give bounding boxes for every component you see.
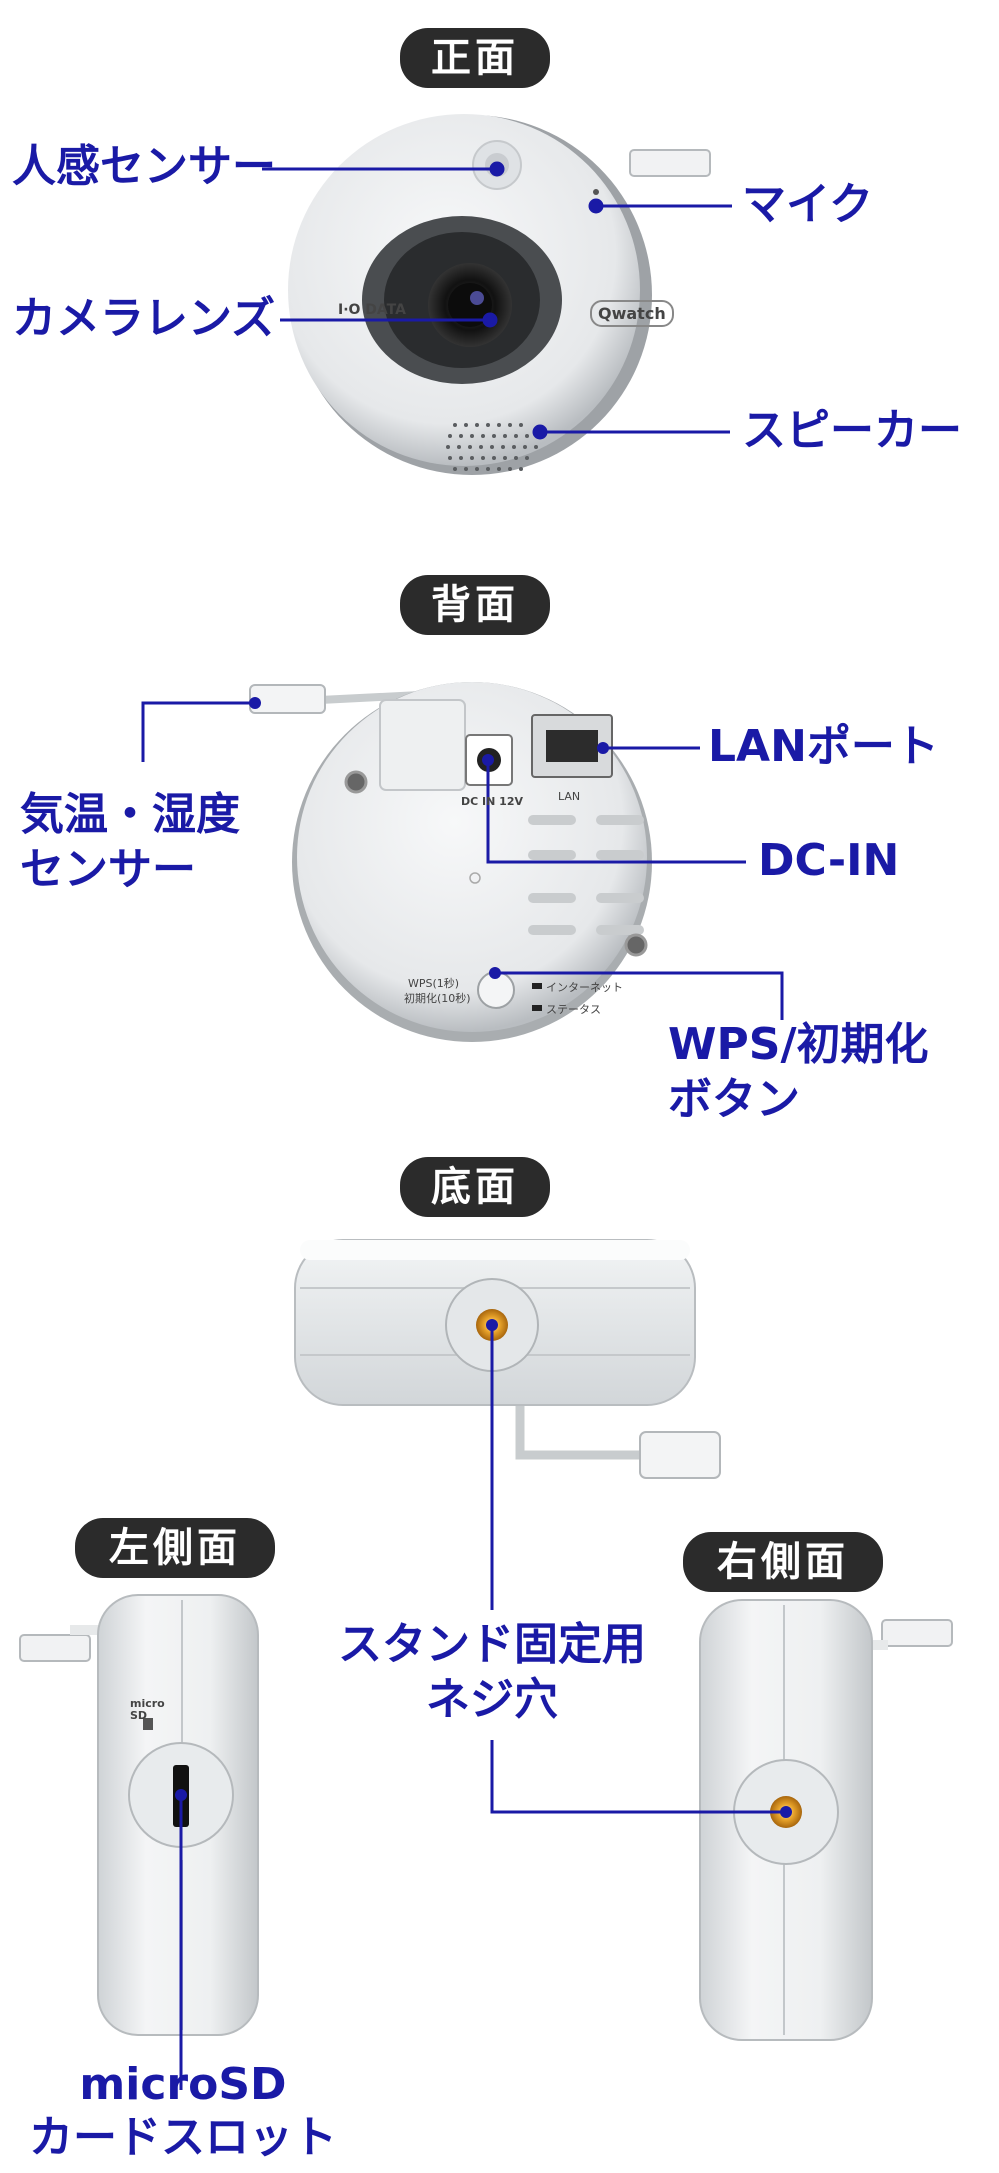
camera-lens-label: カメラレンズ [12,293,276,344]
microsd-label-line2: カードスロット [29,2112,337,2163]
wps-label-line2: ボタン [668,1074,800,1125]
speaker-label: スピーカー [742,405,962,456]
reset-marking: 初期化(10秒) [404,992,471,1005]
lan-marking: LAN [558,790,581,803]
left-side-view-device [19,1594,259,2036]
wps-label-line1: WPS/初期化 [668,1019,929,1070]
dc-in-label: DC-IN [758,835,900,886]
status-marking: ステータス [546,1003,601,1016]
temp-humidity-label-line2: センサー [20,844,196,895]
front-leader-lines [262,161,732,440]
stand-hole-label-line2: ネジ穴 [426,1674,558,1725]
wps-marking: WPS(1秒) [408,977,460,990]
section-left-title: 左側面 [75,1518,275,1578]
section-bottom-title: 底面 [400,1157,550,1217]
back-leader-lines [141,701,784,1020]
stand-hole-label-line1: スタンド固定用 [338,1619,646,1670]
internet-marking: インターネット [546,981,623,994]
microsd-logo: micro SD [130,1697,165,1722]
mic-label: マイク [742,179,874,230]
section-back-title: 背面 [400,575,550,635]
microsd-label-line1: microSD [79,2059,287,2110]
back-view-device [249,682,652,1042]
dc-marking: DC IN 12V [461,795,523,808]
right-side-view-device [699,1599,953,2041]
brand-marking: I·O DATA [338,302,406,318]
side-leader-lines [179,1325,786,2090]
section-right-title: 右側面 [683,1532,883,1592]
lan-port-label: LANポート [708,721,939,772]
bottom-view-device [294,1239,721,1479]
motion-sensor-label: 人感センサー [12,141,276,192]
temp-humidity-label-line1: 気温・湿度 [20,789,240,840]
product-marking: Qwatch [590,300,674,327]
section-front-title: 正面 [400,28,550,88]
